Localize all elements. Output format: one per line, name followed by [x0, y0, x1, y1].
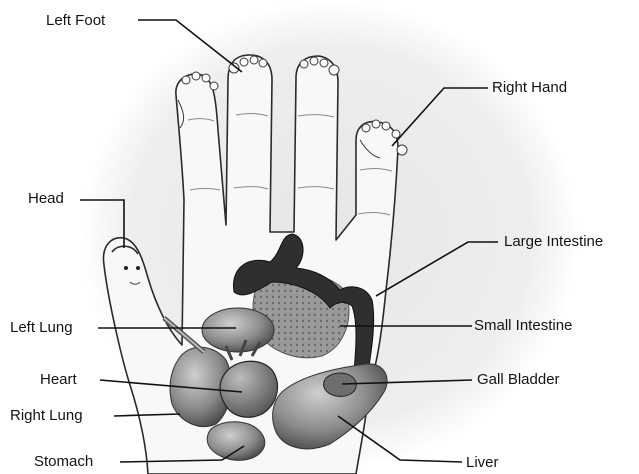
left-lung-shape	[202, 308, 274, 352]
heart-shape	[220, 361, 277, 417]
label-liver: Liver	[466, 454, 499, 472]
gall-bladder-shape	[324, 373, 357, 396]
label-heart: Heart	[40, 371, 77, 389]
label-left-foot: Left Foot	[46, 12, 105, 30]
label-gall-bladder: Gall Bladder	[477, 371, 560, 389]
label-left-lung: Left Lung	[10, 319, 73, 337]
label-head: Head	[28, 190, 64, 208]
label-large-intestine: Large Intestine	[504, 233, 603, 251]
label-right-lung: Right Lung	[10, 407, 83, 425]
label-right-hand: Right Hand	[492, 79, 567, 97]
label-stomach: Stomach	[34, 453, 93, 471]
label-small-intestine: Small Intestine	[474, 317, 572, 335]
